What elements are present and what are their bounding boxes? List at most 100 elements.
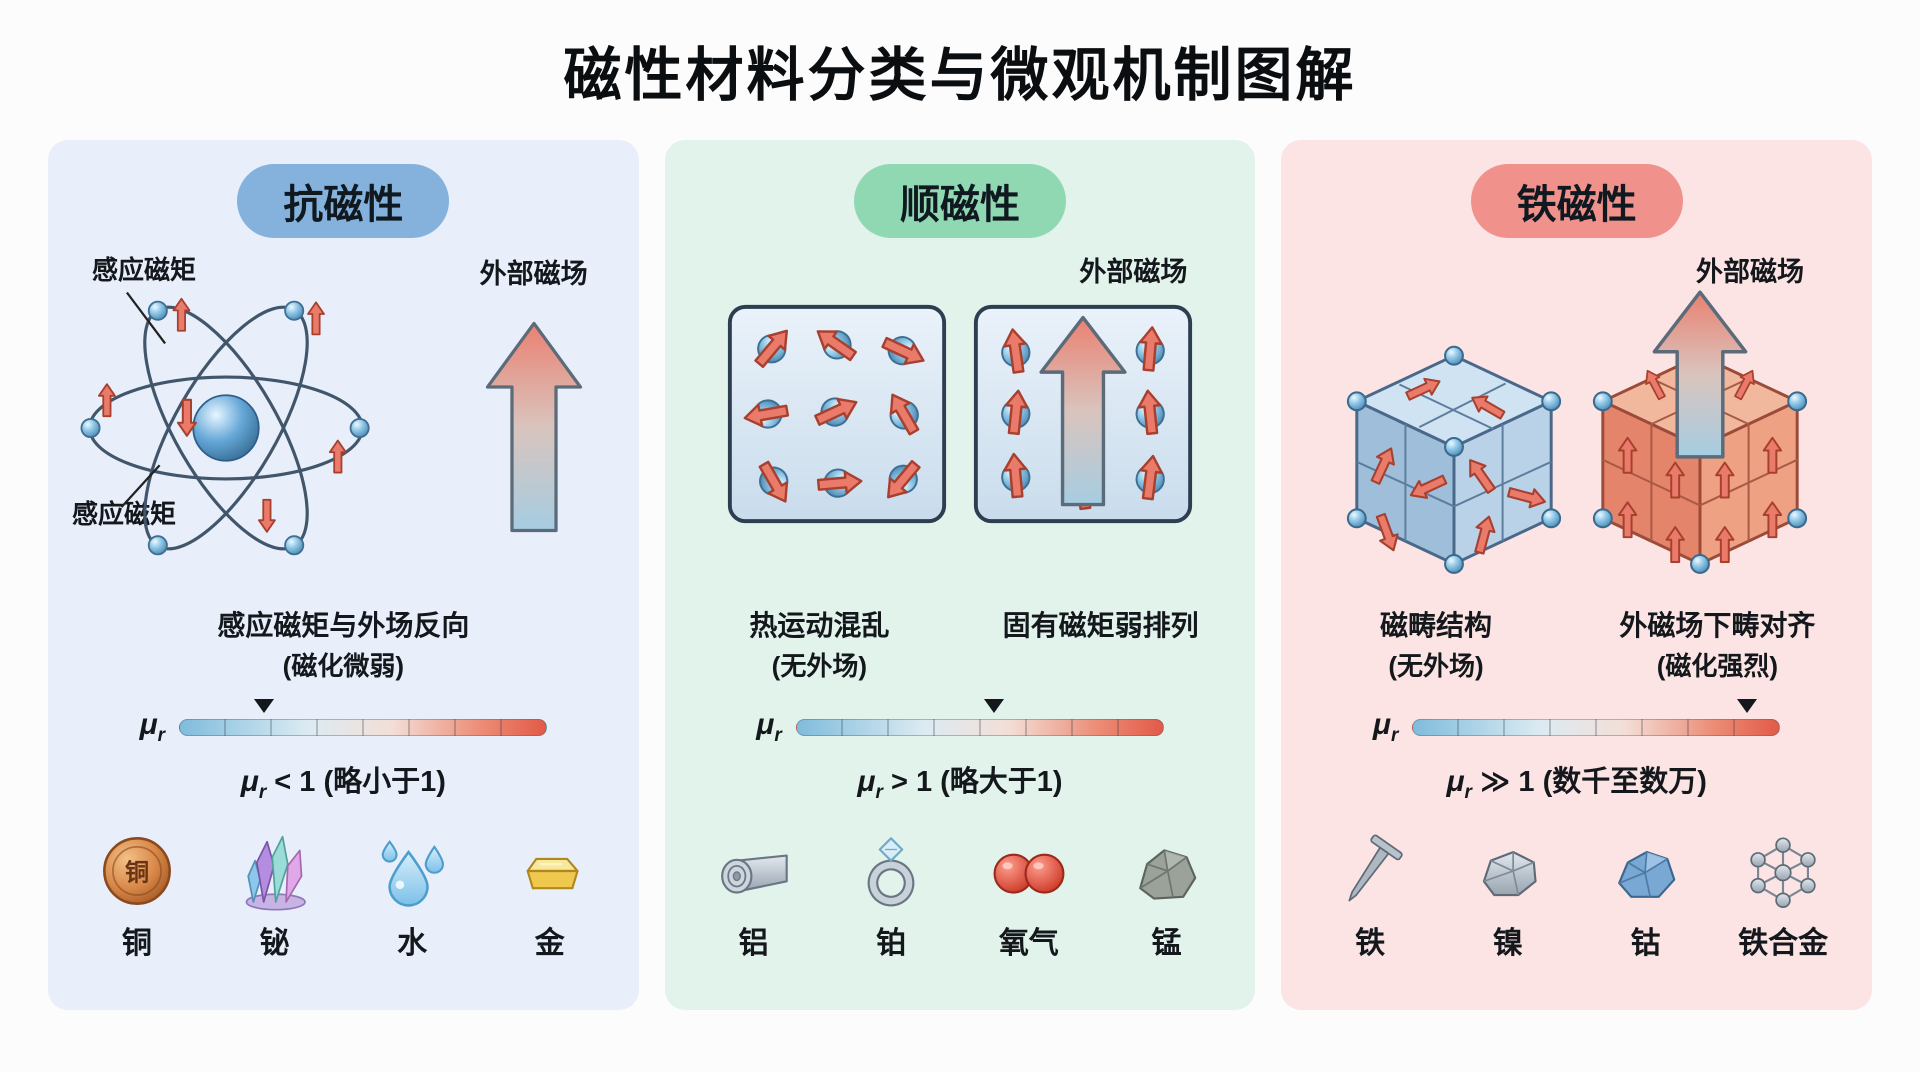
- material-cobalt: 钴: [1577, 828, 1715, 962]
- formula-text: ≫ 1 (数千至数万): [1471, 766, 1707, 798]
- diamagnetism-figure-area: 感应磁矩 感应磁矩: [62, 250, 625, 604]
- random-spins-box: [727, 304, 947, 524]
- caption-line1: 固有磁矩弱排列: [1002, 610, 1199, 641]
- external-field-label: 外部磁场: [1696, 257, 1805, 287]
- material-name: 镍: [1492, 926, 1523, 960]
- panel-paramagnetism: 顺磁性 外部磁场: [664, 140, 1256, 1010]
- caption-line2: (磁化强烈): [1656, 651, 1779, 681]
- material-name: 铂: [876, 926, 907, 960]
- material-gold: 金: [481, 828, 619, 962]
- atom-orbit-diagram: [80, 291, 370, 556]
- induced-moment-label-top: 感应磁矩: [92, 255, 197, 285]
- material-manganese: 锰: [1098, 828, 1236, 962]
- scale-marker-icon: [984, 698, 1005, 713]
- permeability-gradient-bar: [795, 718, 1164, 736]
- material-name: 氧气: [998, 926, 1059, 960]
- material-name: 铝: [738, 926, 769, 960]
- scale-marker-icon: [253, 698, 274, 713]
- material-nickel: 镍: [1439, 828, 1577, 962]
- ferromagnetic-materials: 铁 镍 钴: [1295, 828, 1858, 962]
- domain-cube: [1346, 345, 1561, 574]
- material-name: 钴: [1630, 926, 1661, 960]
- formula-text: < 1 (略小于1): [266, 766, 446, 798]
- caption-line1: 外磁场下畴对齐: [1619, 610, 1816, 641]
- material-aluminum: 铝: [685, 828, 823, 962]
- spin-boxes: [679, 250, 1242, 526]
- material-iron: 铁: [1301, 828, 1439, 962]
- iron-alloy-lattice-icon: [1750, 837, 1816, 908]
- paramagnetism-caption-area: 热运动混乱 (无外场) 固有磁矩弱排列: [679, 604, 1242, 698]
- permeability-gradient-bar: [1412, 718, 1781, 736]
- material-name: 锰: [1151, 926, 1182, 960]
- caption-line1: 磁畴结构: [1380, 610, 1493, 641]
- scale-marker-icon: [1737, 698, 1758, 713]
- aligned-domain-cube: [1592, 290, 1807, 574]
- permeability-formula: μr ≫ 1 (数千至数万): [1446, 765, 1707, 803]
- material-iron-alloy: 铁合金: [1714, 828, 1852, 962]
- svg-text:铜: 铜: [125, 859, 149, 886]
- external-field-label: 外部磁场: [479, 259, 588, 289]
- material-copper: 铜 铜: [68, 828, 206, 962]
- no-field-caption: 热运动混乱 (无外场): [679, 604, 960, 698]
- paramagnetic-materials: 铝 铂: [679, 828, 1242, 962]
- external-field-label: 外部磁场: [1079, 257, 1188, 287]
- mu-r-label: μr: [139, 707, 166, 746]
- scale-bar-wrap: [795, 698, 1164, 736]
- diamagnetism-caption-area: 感应磁矩与外场反向 (磁化微弱): [62, 604, 625, 698]
- platinum-ring-icon: [867, 837, 915, 907]
- cobalt-ore-icon: [1618, 850, 1676, 898]
- paramagnetism-header: 顺磁性: [854, 164, 1066, 238]
- material-platinum: 铂: [822, 828, 960, 962]
- paramagnetism-figure-area: 外部磁场: [679, 250, 1242, 604]
- permeability-scale: μr: [62, 698, 625, 746]
- panel-ferromagnetism: 铁磁性 外部磁场: [1281, 140, 1873, 1010]
- scale-bar-wrap: [1412, 698, 1781, 736]
- infographic-page: 磁性材料分类与微观机制图解 抗磁性 感应磁矩 感应磁矩: [0, 28, 1920, 1010]
- material-name: 铁合金: [1738, 926, 1829, 960]
- field-arrow-icon: [485, 321, 582, 533]
- with-field-caption: 固有磁矩弱排列: [960, 604, 1241, 698]
- external-field-group: 外部磁场: [449, 252, 619, 558]
- permeability-formula: μr < 1 (略小于1): [240, 765, 446, 803]
- material-water: 水: [343, 828, 481, 962]
- material-name: 铜: [121, 926, 152, 960]
- aligned-spins-box: [973, 304, 1193, 524]
- caption-line1: 热运动混乱: [749, 610, 890, 641]
- permeability-gradient-bar: [179, 718, 548, 736]
- caption-line2: (无外场): [771, 651, 867, 681]
- caption-line2: (无外场): [1388, 651, 1484, 681]
- panels-row: 抗磁性 感应磁矩 感应磁矩: [48, 140, 1873, 1010]
- formula-text: > 1 (略大于1): [882, 766, 1063, 798]
- material-name: 铁: [1355, 926, 1386, 960]
- page-title: 磁性材料分类与微观机制图解: [563, 43, 1357, 108]
- mu-r-label: μr: [1372, 707, 1399, 746]
- diamagnetism-caption: 感应磁矩与外场反向 (磁化微弱): [217, 604, 469, 698]
- material-name: 水: [397, 926, 428, 960]
- gold-bar-icon: [526, 857, 579, 890]
- aluminum-roll-icon: [720, 854, 788, 894]
- mu-r-label: μr: [756, 707, 782, 746]
- permeability-scale: μr: [1295, 698, 1858, 746]
- caption-line1: 感应磁矩与外场反向: [217, 610, 470, 641]
- iron-nail-icon: [1348, 834, 1403, 902]
- permeability-scale: μr: [679, 698, 1242, 746]
- material-name: 金: [534, 926, 565, 960]
- ferromagnetism-figure-area: 外部磁场: [1295, 250, 1858, 604]
- scale-bar-wrap: [179, 698, 548, 736]
- no-field-caption: 磁畴结构 (无外场): [1295, 604, 1576, 698]
- ferromagnetism-header: 铁磁性: [1470, 164, 1683, 238]
- domain-cubes: [1295, 250, 1858, 594]
- with-field-caption: 外磁场下畴对齐 (磁化强烈): [1577, 604, 1858, 698]
- water-drops-icon: [381, 839, 445, 907]
- material-bismuth: 铋: [206, 828, 344, 962]
- ferromagnetism-caption-area: 磁畴结构 (无外场) 外磁场下畴对齐 (磁化强烈): [1295, 604, 1858, 698]
- material-oxygen: 氧气: [960, 828, 1098, 962]
- diamagnetic-materials: 铜 铜 铋: [62, 828, 625, 962]
- caption-line2: (磁化微弱): [282, 651, 404, 681]
- panel-diamagnetism: 抗磁性 感应磁矩 感应磁矩: [48, 140, 639, 1010]
- material-name: 铋: [259, 926, 290, 960]
- diamagnetism-header: 抗磁性: [237, 164, 450, 238]
- permeability-formula: μr > 1 (略大于1): [857, 765, 1063, 803]
- nickel-chunk-icon: [1482, 850, 1537, 896]
- copper-coin-icon: 铜: [102, 836, 171, 905]
